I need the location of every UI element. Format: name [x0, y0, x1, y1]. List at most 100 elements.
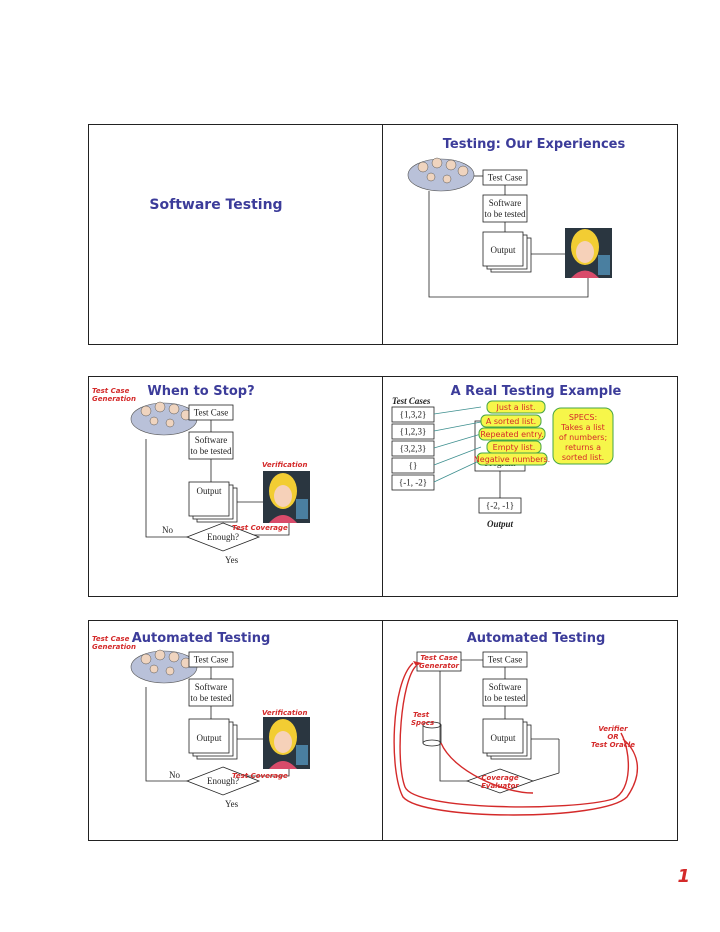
note-empty-list: Empty list.	[493, 443, 536, 452]
specs-line: sorted list.	[562, 453, 604, 462]
test-case-generator-box	[416, 651, 462, 672]
page-number: 1	[677, 866, 690, 887]
software-box	[188, 431, 234, 460]
output-documents	[188, 718, 238, 760]
slide-title: Automated Testing	[467, 631, 606, 646]
output-label: Output	[490, 245, 516, 255]
software-label: Software	[489, 198, 522, 208]
output-heading: Output	[487, 519, 514, 529]
output-label: Output	[490, 733, 516, 743]
slide-3: When to Stop? Test Case Generation Test …	[88, 376, 384, 597]
test-case-label: Test Case	[488, 655, 523, 665]
verifier-label: Verifier	[598, 725, 628, 733]
output-label: Output	[196, 733, 222, 743]
enough-decision	[185, 766, 261, 796]
connector-lines	[433, 406, 482, 483]
output-value-box	[478, 497, 522, 514]
slide-5: Automated Testing Test Case Generation T…	[88, 620, 384, 841]
test-case-generation-label: Test Case	[92, 635, 130, 643]
software-box	[188, 678, 234, 707]
yes-label: Yes	[225, 799, 239, 809]
test-case-generation-label-2: Generation	[92, 395, 136, 403]
software-label-2: to be tested	[191, 446, 232, 456]
slide-4: A Real Testing Example Test Cases {1,3,2…	[382, 376, 678, 597]
slide-2-canvas: Testing: Our Experiences Test Case Softw…	[407, 137, 626, 298]
specs-callout: SPECS: Takes a list of numbers; returns …	[552, 407, 614, 465]
yes-label: Yes	[225, 555, 239, 565]
software-label-2: to be tested	[485, 693, 526, 703]
no-label: No	[162, 525, 173, 535]
woman-at-computer-icon	[565, 228, 612, 278]
coverage-evaluator-label: Coverage	[481, 774, 518, 782]
people-clipart-icon	[407, 157, 475, 192]
software-label: Software	[195, 682, 228, 692]
test-cases-heading: Test Cases	[392, 396, 431, 406]
slide-title: Automated Testing	[132, 631, 271, 646]
enough-decision	[185, 522, 261, 552]
verification-label: Verification	[262, 709, 307, 717]
slide-2: Testing: Our Experiences Test Case Softw…	[382, 124, 678, 345]
woman-at-computer-icon	[263, 717, 310, 769]
slide-5-canvas: Automated Testing Test Case Generation T…	[92, 631, 310, 809]
note-negative-numbers: Negative numbers.	[474, 455, 550, 464]
test-case-item: {3,2,3}	[400, 444, 427, 454]
slide-1-canvas: Software Testing	[149, 197, 282, 213]
test-case-label: Test Case	[488, 173, 523, 183]
output-value: {-2, -1}	[486, 501, 514, 511]
test-cases-list: {1,3,2} {1,2,3} {3,2,3} {} {-1, -2}	[391, 406, 435, 491]
test-specs-label-2: Specs	[411, 719, 434, 727]
software-label-2: to be tested	[191, 693, 232, 703]
coverage-evaluator-label-2: Evaluator	[481, 782, 519, 790]
verifier-label-3: Test Oracle	[591, 741, 635, 749]
slide-1: Software Testing	[88, 124, 384, 345]
test-case-item: {-1, -2}	[399, 478, 427, 488]
output-documents	[188, 481, 238, 523]
slide-4-canvas: A Real Testing Example Test Cases {1,3,2…	[391, 384, 622, 529]
specs-line: Takes a list	[560, 423, 605, 432]
test-case-label: Test Case	[194, 655, 229, 665]
note-sorted-list: A sorted list.	[486, 417, 536, 426]
output-documents	[482, 718, 532, 760]
software-box	[482, 678, 528, 707]
verification-label: Verification	[262, 461, 307, 469]
test-specs-cylinder	[422, 721, 442, 747]
test-case-item: {1,3,2}	[400, 410, 427, 420]
test-case-generator-label-2: Generator	[419, 662, 460, 670]
woman-at-computer-icon	[263, 471, 310, 523]
verifier-label-2: OR	[607, 733, 618, 741]
test-coverage-label: Test Coverage	[232, 524, 288, 532]
software-box	[482, 194, 528, 223]
slide-title: When to Stop?	[147, 384, 254, 399]
output-label: Output	[196, 486, 222, 496]
software-label: Software	[195, 435, 228, 445]
output-documents	[482, 231, 532, 273]
specs-line: of numbers;	[559, 433, 607, 442]
people-clipart-icon	[130, 649, 198, 684]
specs-line: SPECS:	[569, 413, 597, 422]
software-label: Software	[489, 682, 522, 692]
no-label: No	[169, 770, 180, 780]
slide-title: A Real Testing Example	[451, 384, 622, 399]
enough-label: Enough?	[207, 532, 239, 542]
slide-3-canvas: When to Stop? Test Case Generation Test …	[92, 384, 310, 565]
test-case-label: Test Case	[194, 408, 229, 418]
specs-line: returns a	[565, 443, 601, 452]
test-case-generator-label: Test Case	[420, 654, 458, 662]
test-specs-label: Test	[413, 711, 430, 719]
test-coverage-label: Test Coverage	[232, 772, 288, 780]
test-case-item: {1,2,3}	[400, 427, 427, 437]
slide-title: Software Testing	[149, 197, 282, 213]
note-just-a-list: Just a list.	[495, 403, 535, 412]
test-case-generation-label-2: Generation	[92, 643, 136, 651]
red-feedback-arrows	[393, 661, 639, 816]
slide-title: Testing: Our Experiences	[443, 137, 626, 152]
note-callouts: Just a list. A sorted list. Repeated ent…	[474, 400, 550, 466]
slide-6: Automated Testing Test Case Generator Te…	[382, 620, 678, 841]
note-repeated-entry: Repeated entry.	[480, 430, 543, 439]
software-label-2: to be tested	[485, 209, 526, 219]
slide-6-canvas: Automated Testing Test Case Generator Te…	[393, 631, 639, 816]
enough-label: Enough?	[207, 776, 239, 786]
test-case-generation-label: Test Case	[92, 387, 130, 395]
people-clipart-icon	[130, 401, 198, 436]
test-case-item: {}	[409, 461, 418, 471]
